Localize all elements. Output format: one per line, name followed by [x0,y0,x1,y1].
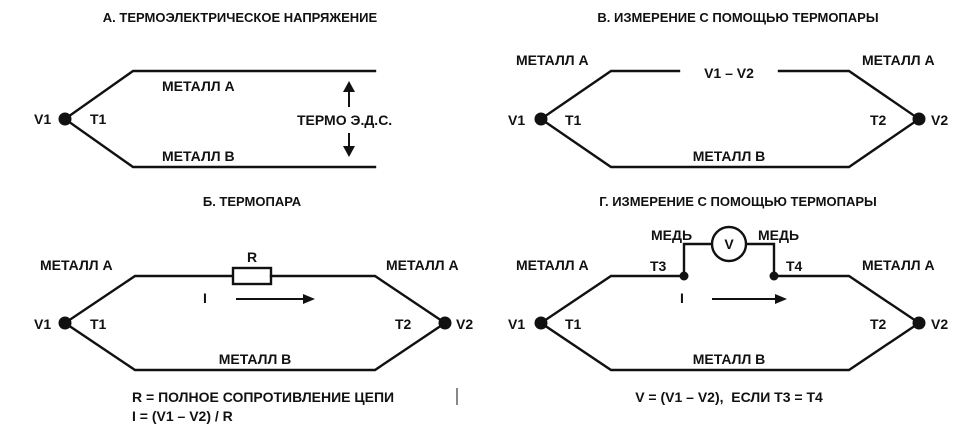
panel-a-metal-a: МЕТАЛЛ А [162,78,235,94]
panel-c-metal-b-wire [539,117,921,169]
panel-c-metal-a-right-wire [777,69,921,121]
panel-b-t2: T2 [395,316,412,332]
panel-b-junction-1 [58,316,72,330]
panel-d-copper-right-wire [745,242,776,278]
panel-b-title: Б. ТЕРМОПАРА [203,194,302,209]
panel-c-v1: V1 [508,112,525,128]
panel-d-copper-left-wire [682,242,713,278]
panel-d-title: Г. ИЗМЕРЕНИЕ С ПОМОЩЬЮ ТЕРМОПАРЫ [599,194,877,209]
panel-d-t2: T2 [870,316,887,332]
panel-d-junction-2 [912,316,926,330]
panel-a-t1: T1 [90,111,107,127]
panel-c: В. ИЗМЕРЕНИЕ С ПОМОЩЬЮ ТЕРМОПАРЫ МЕТАЛЛ … [508,10,948,169]
panel-a: А. ТЕРМОЭЛЕКТРИЧЕСКОЕ НАПРЯЖЕНИЕ V1 T1 М… [34,10,392,169]
panel-c-metal-a-left: МЕТАЛЛ А [516,52,589,68]
panel-b-note-resistance: R = ПОЛНОЕ СОПРОТИВЛЕНИЕ ЦЕПИ [132,389,394,405]
panel-b: Б. ТЕРМОПАРА R МЕТАЛЛ А МЕТАЛЛ А I V1 T1… [34,194,473,424]
panel-c-metal-a-left-wire [539,69,681,121]
panel-c-v2: V2 [931,112,948,128]
panel-d-metal-a-left-wire [539,274,686,325]
panel-a-metal-b-wire [63,117,377,169]
panel-b-current-label: I [203,290,207,306]
panel-c-t1: T1 [565,112,582,128]
panel-d-metal-b: МЕТАЛЛ В [693,351,766,367]
panel-a-title: А. ТЕРМОЭЛЕКТРИЧЕСКОЕ НАПРЯЖЕНИЕ [103,10,378,25]
panel-d-voltmeter [710,225,748,263]
panel-a-v1: V1 [34,111,51,127]
panel-c-gap-voltage: V1 – V2 [704,65,754,81]
panel-d-copper-left: МЕДЬ [651,227,692,243]
panel-d-t4: T4 [786,258,803,274]
panel-b-metal-a-right: МЕТАЛЛ А [386,257,459,273]
panel-a-metal-a-wire [63,69,377,121]
panel-b-t1: T1 [90,316,107,332]
panel-d-v1: V1 [508,316,525,332]
panel-d-metal-a-left: МЕТАЛЛ А [516,257,589,273]
panel-c-junction-2 [912,112,926,126]
panel-b-metal-b-wire [63,321,447,372]
panel-a-emf-arrowhead-up [343,81,355,92]
panel-b-resistor-label: R [247,249,257,265]
panel-a-emf-arrowhead-down [343,146,355,157]
panel-b-current-arrowhead [303,294,315,304]
panel-d-junction-t4 [769,271,779,281]
panel-b-resistor [231,266,273,286]
panel-b-note-current: I = (V1 – V2) / R [132,408,233,424]
panel-a-junction [58,112,72,126]
panel-b-v2: V2 [456,316,473,332]
panel-b-metal-b: МЕТАЛЛ В [219,351,292,367]
panel-d-metal-a-right: МЕТАЛЛ А [862,257,935,273]
panel-b-metal-a-left: МЕТАЛЛ А [40,257,113,273]
panel-c-junction-1 [534,112,548,126]
panel-d-t3: T3 [650,258,667,274]
panel-c-t2: T2 [870,112,887,128]
panel-c-title: В. ИЗМЕРЕНИЕ С ПОМОЩЬЮ ТЕРМОПАРЫ [597,10,878,25]
panel-d-junction-t3 [679,271,689,281]
panel-b-metal-a-left-wire [63,274,235,325]
panel-d-junction-1 [534,316,548,330]
panel-d-v2: V2 [931,316,948,332]
panel-c-metal-b: МЕТАЛЛ В [693,148,766,164]
panel-d-note: V = (V1 – V2), ЕСЛИ T3 = T4 [635,389,823,405]
panel-b-v1: V1 [34,316,51,332]
panel-d-current-label: I [680,290,684,306]
panel-d-voltmeter-label: V [724,236,734,252]
panel-d-metal-a-right-wire [772,274,921,325]
panel-c-metal-a-right: МЕТАЛЛ А [862,52,935,68]
panel-b-junction-2 [438,316,452,330]
panel-d-t1: T1 [565,316,582,332]
panel-d-current-arrowhead [775,294,787,304]
panel-d-copper-right: МЕДЬ [758,227,799,243]
panel-d-metal-b-wire [539,321,921,372]
panel-a-emf-label: ТЕРМО Э.Д.С. [297,112,392,128]
panel-d: Г. ИЗМЕРЕНИЕ С ПОМОЩЬЮ ТЕРМОПАРЫ V МЕДЬ … [508,194,948,405]
panel-a-metal-b: МЕТАЛЛ В [162,148,235,164]
panel-b-metal-a-right-wire [269,274,447,325]
